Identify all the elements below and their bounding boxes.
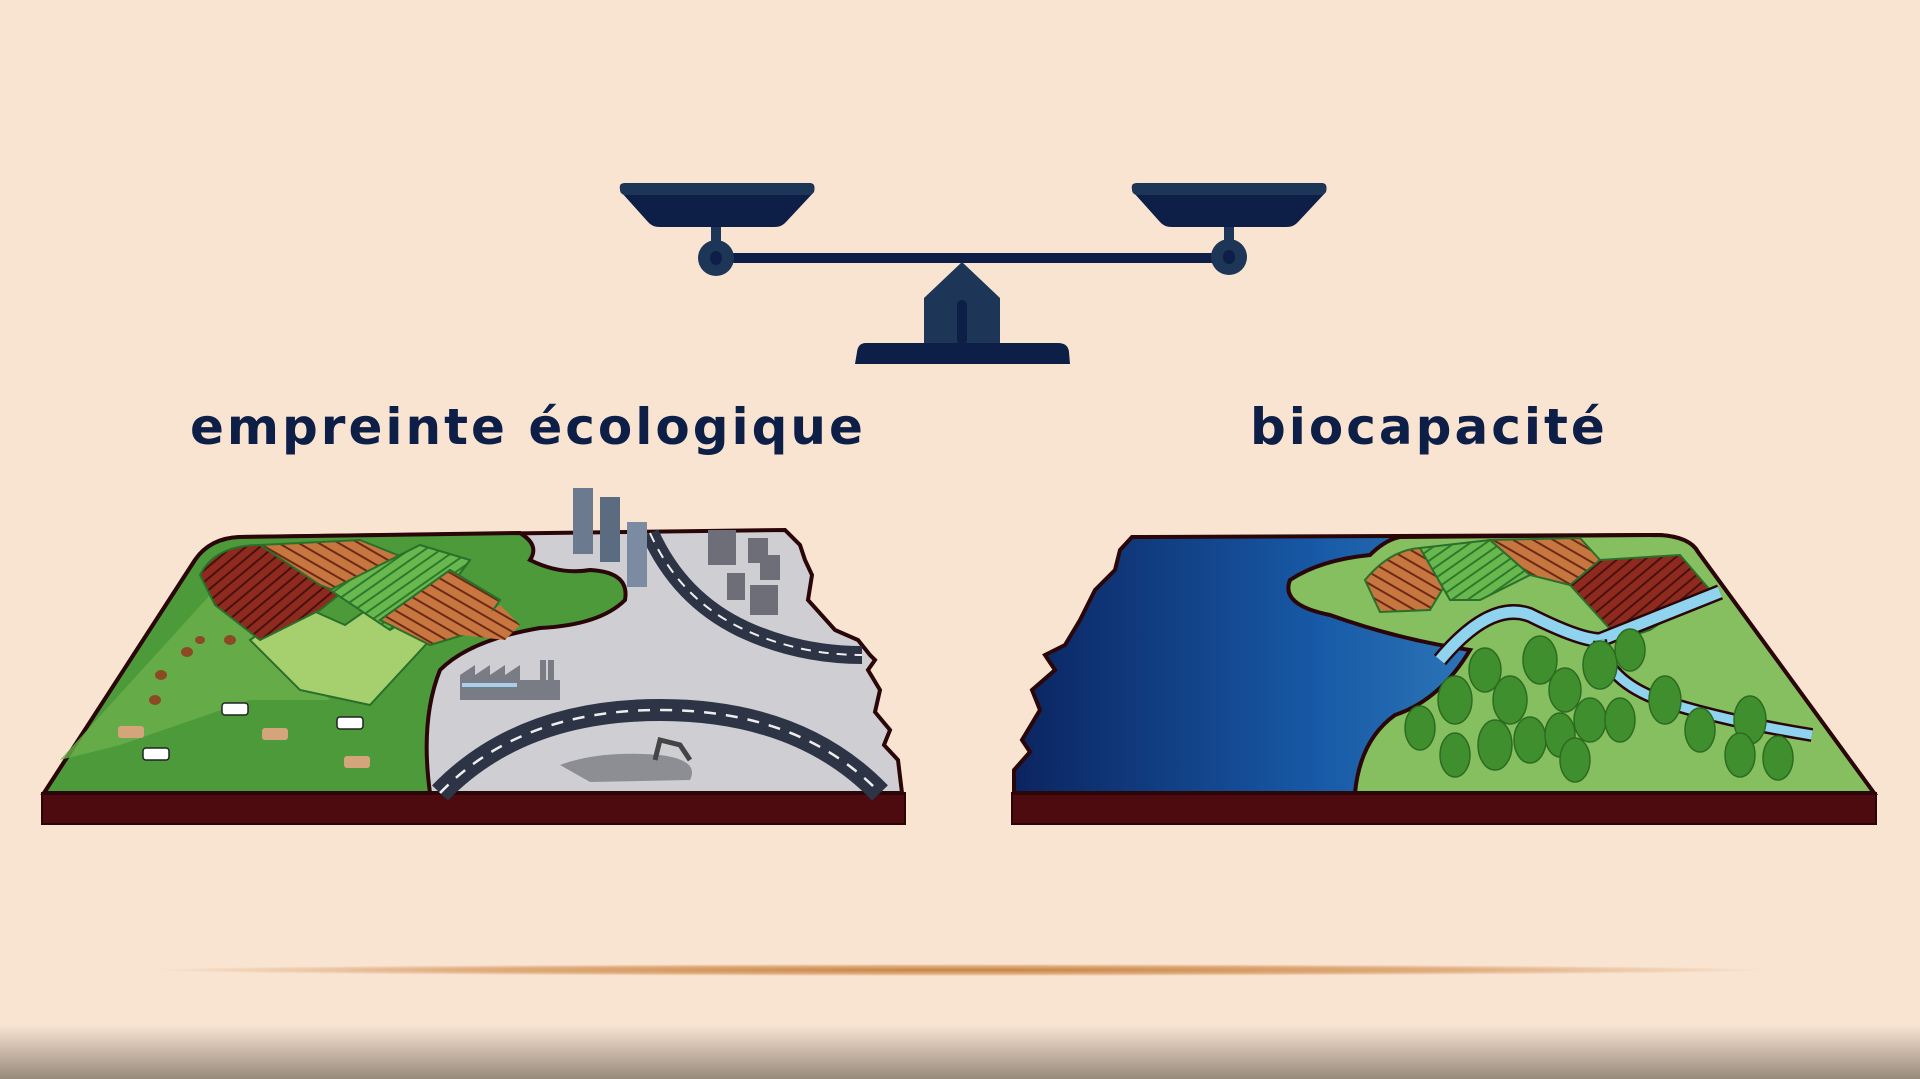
cows [118,702,370,768]
bottom-gradient [0,1025,1920,1079]
ecological-footprint-land [40,488,906,825]
forest [1404,628,1794,783]
ground-shadow-line [160,964,1760,976]
excavator [560,753,692,782]
biocapacity-label: biocapacité [1250,398,1608,456]
balance-scale-icon [619,183,1327,364]
ecological-footprint-label: empreinte écologique [190,398,866,456]
skyscrapers [573,488,647,587]
biocapacity-land [1011,532,1878,825]
factory [460,660,560,700]
chickens [149,635,236,705]
houses [708,530,780,615]
